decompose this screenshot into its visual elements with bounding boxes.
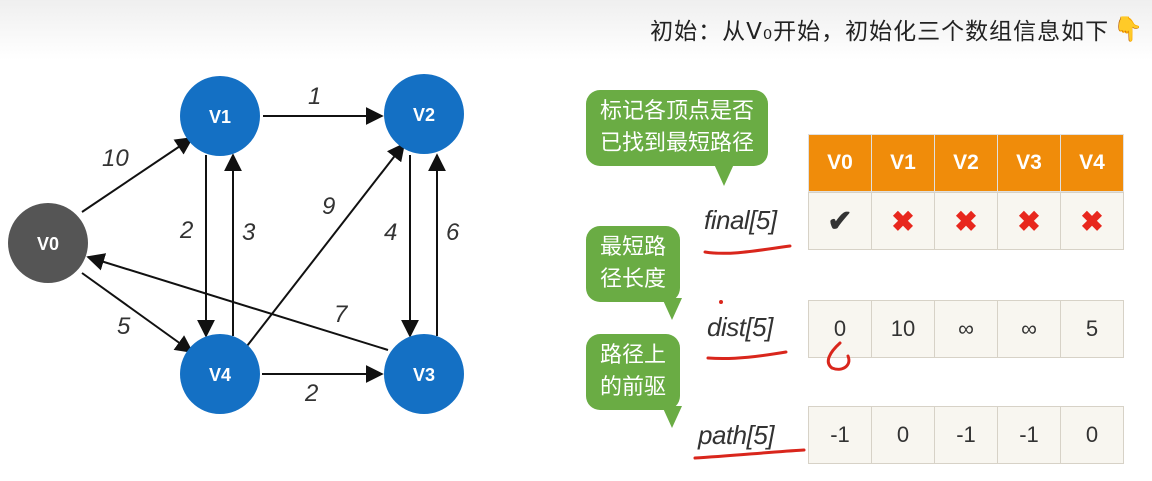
edge-v0-v1 [81,136,194,213]
callout-dist: 最短路 径长度 [586,226,682,320]
dist-cell-3: ∞ [997,300,1061,358]
node-v1-label: V1 [209,107,231,127]
slide-header: 初始：从V₀开始，初始化三个数组信息如下 👇 [650,12,1144,46]
underline-final [703,244,792,255]
callout-final-line1: 标记各顶点是否 [600,99,755,124]
path-cell-0: -1 [808,406,872,464]
edge-weight-v3-v2: 6 [446,219,460,246]
node-v1: V1 [180,76,260,156]
edge-v4-v2 [246,142,406,347]
edge-weight-v4-v1: 3 [242,219,256,246]
dist-cell-4: 5 [1060,300,1124,358]
path-cell-4: 0 [1060,406,1124,464]
header-cell-v0: V0 [808,134,872,192]
node-v4: V4 [180,334,260,414]
header-cell-v2: V2 [934,134,998,192]
header-text: 初始：从V₀开始，初始化三个数组信息如下 [650,19,1110,45]
vertex-header-row: V0 V1 V2 V3 V4 [808,134,1124,192]
edge-weight-v4-v2: 9 [322,193,335,220]
callout-final-line2: 已找到最短路径 [600,131,755,156]
final-cell-0: ✔ [808,192,872,250]
path-cell-1: 0 [871,406,935,464]
callout-final-tail [714,164,734,186]
final-cell-3: ✖ [997,192,1061,250]
edge-weight-v2-v3: 4 [384,219,397,246]
ink-dot [719,300,723,304]
path-array-label: path[5] [698,420,775,450]
edge-weight-v4-v3: 2 [304,380,318,407]
callout-dist-tail [662,298,682,320]
node-v2-label: V2 [413,105,435,125]
header-cell-v3: V3 [997,134,1061,192]
cross-icon: ✖ [891,205,915,237]
path-cell-3: -1 [997,406,1061,464]
cross-icon: ✖ [1080,205,1104,237]
cross-icon: ✖ [1017,205,1041,237]
path-cell-2: -1 [934,406,998,464]
pointing-down-hand-icon: 👇 [1113,15,1144,43]
callout-path-tail [662,406,682,428]
final-cell-1: ✖ [871,192,935,250]
callout-dist-line2: 径长度 [600,267,667,292]
underline-path [693,448,806,460]
callout-path-line1: 路径上 [600,343,667,368]
final-array-label: final[5] [704,205,777,235]
edge-weight-v0-v1: 10 [102,145,129,172]
callout-dist-line1: 最短路 [600,235,667,260]
dist-array-label: dist[5] [707,312,773,342]
dist-cell-1: 10 [871,300,935,358]
header-cell-v4: V4 [1060,134,1124,192]
node-v0-label: V0 [37,234,59,254]
node-v3: V3 [384,334,464,414]
edge-weight-v1-v4: 2 [179,217,193,244]
dist-cell-0: 0 [808,300,872,358]
underline-dist [706,350,788,361]
check-icon: ✔ [827,204,853,238]
callout-path: 路径上 的前驱 [586,334,682,428]
edge-weight-v0-v4: 5 [117,313,131,340]
cross-icon: ✖ [954,205,978,237]
edge-v3-v0 [86,253,389,351]
dist-cell-2: ∞ [934,300,998,358]
node-v0: V0 [8,203,88,283]
node-v2: V2 [384,74,464,154]
edge-v0-v4 [81,272,194,354]
final-cell-4: ✖ [1060,192,1124,250]
callout-path-line2: 的前驱 [600,375,667,400]
top-shade [0,0,1152,60]
final-cell-2: ✖ [934,192,998,250]
graph-diagram: 10 5 1 2 3 9 4 6 7 2 V0 V1 V2 V3 V4 [8,74,464,414]
callout-final: 标记各顶点是否 已找到最短路径 [586,90,769,186]
path-array: -1 0 -1 -1 0 [808,406,1124,464]
dist-array: 0 10 ∞ ∞ 5 [808,300,1124,358]
header-cell-v1: V1 [871,134,935,192]
final-array: ✔ ✖ ✖ ✖ ✖ [808,192,1124,250]
edge-weight-v1-v2: 1 [308,83,321,110]
node-v4-label: V4 [209,365,231,385]
node-v3-label: V3 [413,365,435,385]
edge-weight-v3-v0: 7 [334,301,349,328]
